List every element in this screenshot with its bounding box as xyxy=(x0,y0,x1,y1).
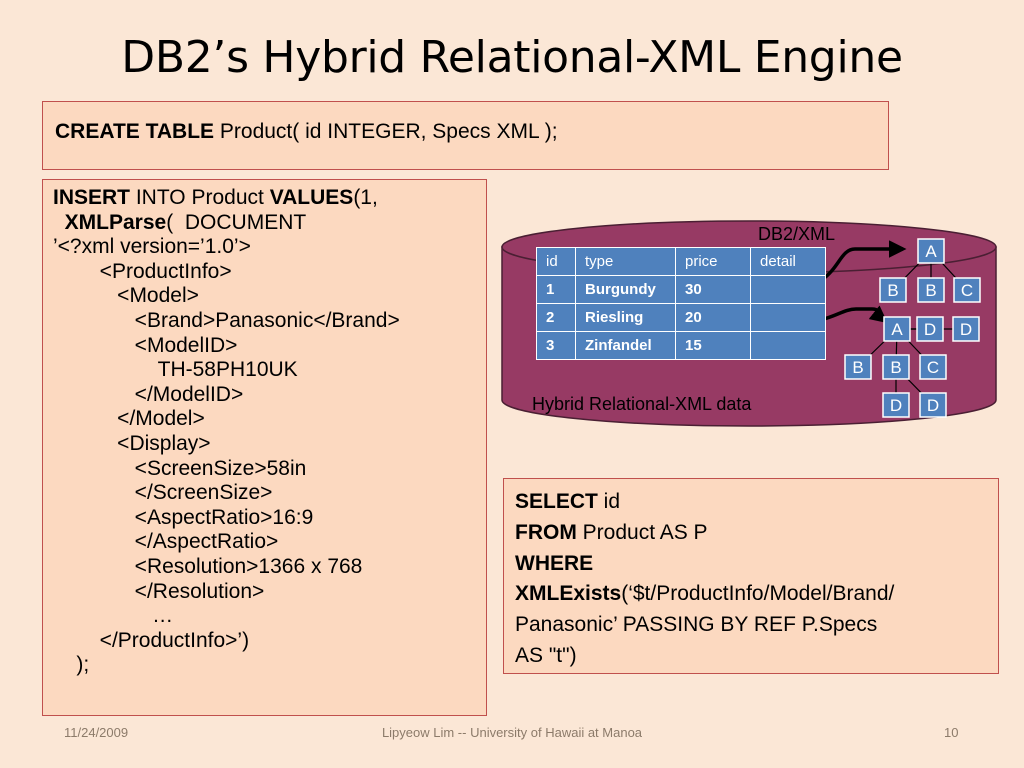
table-cell: Burgundy xyxy=(575,275,676,304)
tree-node-label: A xyxy=(891,320,903,339)
create-keyword: CREATE TABLE xyxy=(55,120,215,143)
xml-line: </ScreenSize> xyxy=(53,481,273,505)
tree-edges xyxy=(857,250,968,406)
create-rest: Product( id INTEGER, Specs XML ); xyxy=(214,120,558,143)
xml-line: <ScreenSize>58in xyxy=(53,456,307,480)
db-xml-label: DB2/XML xyxy=(758,224,836,244)
table-cell: Zinfandel xyxy=(575,331,676,360)
xml-line: ); xyxy=(53,653,90,677)
hybrid-caption: Hybrid Relational-XML data xyxy=(532,394,752,414)
table-cell: 20 xyxy=(675,303,751,332)
tree-node: A xyxy=(917,238,945,264)
table-row: 1 Burgundy 30 xyxy=(536,275,826,304)
xml-line: </ModelID> xyxy=(53,382,244,406)
xml-line: <Display> xyxy=(53,431,211,455)
select-text: Product AS P xyxy=(576,520,708,544)
tree-node: A xyxy=(883,316,911,342)
table-cell xyxy=(750,303,826,332)
table-row: 3 Zinfandel 15 xyxy=(536,331,826,360)
tree-node-label: B xyxy=(887,281,898,300)
xml-line: <AspectRatio>16:9 xyxy=(53,505,314,529)
tree-node-label: D xyxy=(960,320,972,339)
tree-node-label: B xyxy=(925,281,936,300)
column-header: id xyxy=(536,247,576,276)
table-cell: 30 xyxy=(675,275,751,304)
xml-line: … xyxy=(53,604,174,628)
select-line: FROM Product AS P xyxy=(515,518,998,549)
tree-node-label: D xyxy=(890,396,902,415)
select-line: XMLExists(‘$t/ProductInfo/Model/Brand/ xyxy=(515,579,998,610)
tree-node: D xyxy=(882,392,910,418)
create-table-statement: CREATE TABLE Product( id INTEGER, Specs … xyxy=(42,101,889,170)
table-cell: 2 xyxy=(536,303,576,332)
select-line: WHERE xyxy=(515,549,998,580)
table-cell: 15 xyxy=(675,331,751,360)
select-line: AS "t") xyxy=(515,643,577,667)
insert-text: ( DOCUMENT xyxy=(166,210,307,234)
values-keyword: VALUES xyxy=(269,186,354,209)
table-cell xyxy=(750,331,826,360)
table-header-row: id type price detail xyxy=(536,247,826,276)
insert-line: XMLParse( DOCUMENT xyxy=(53,211,486,236)
page-number: 10 xyxy=(944,725,959,740)
tree-node-label: C xyxy=(927,358,939,377)
slide-title: DB2’s Hybrid Relational-XML Engine xyxy=(121,32,903,83)
tree-node: C xyxy=(919,354,947,380)
insert-statement: INSERT INTO Product VALUES(1, XMLParse( … xyxy=(42,179,487,716)
xml-line: </ProductInfo>’) xyxy=(53,628,250,652)
insert-keyword: INSERT xyxy=(53,186,131,209)
select-text: (‘$t/ProductInfo/Model/Brand/ xyxy=(621,582,895,606)
xmlparse-keyword: XMLParse xyxy=(64,210,167,234)
where-keyword: WHERE xyxy=(515,551,594,575)
tree-node-label: C xyxy=(961,281,973,300)
xml-line: <Resolution>1366 x 768 xyxy=(53,554,363,578)
xml-line: <Brand>Panasonic</Brand> xyxy=(53,308,400,332)
relational-table: id type price detail 1 Burgundy 30 2 Rie… xyxy=(536,247,826,360)
select-text: id xyxy=(597,490,621,513)
xml-line: </Resolution> xyxy=(53,579,265,603)
tree-node: B xyxy=(882,354,910,380)
column-header: detail xyxy=(750,247,826,276)
insert-text: (1, xyxy=(353,186,378,209)
footer-date: 11/24/2009 xyxy=(64,725,129,740)
tree-node-label: D xyxy=(927,396,939,415)
tree-node: D xyxy=(919,392,947,418)
column-header: price xyxy=(675,247,751,276)
select-keyword: SELECT xyxy=(515,490,598,513)
table-cell: 1 xyxy=(536,275,576,304)
column-header: type xyxy=(575,247,676,276)
xml-line: </AspectRatio> xyxy=(53,530,279,554)
xml-line: ’<?xml version=’1.0’> xyxy=(53,235,251,259)
tree-node: B xyxy=(844,354,872,380)
select-line: Panasonic’ PASSING BY REF P.Specs xyxy=(515,613,878,637)
tree-node-label: A xyxy=(925,242,937,261)
footer-credit: Lipyeow Lim -- University of Hawaii at M… xyxy=(381,725,643,740)
xml-line: </Model> xyxy=(53,407,205,431)
tree-node: D xyxy=(952,316,980,342)
tree-node: B xyxy=(917,277,945,303)
insert-text: INTO Product xyxy=(130,186,270,209)
tree-node: D xyxy=(916,316,944,342)
table-cell xyxy=(750,275,826,304)
xmlexists-keyword: XMLExists xyxy=(515,582,622,606)
tree-node: C xyxy=(953,277,981,303)
select-query: SELECT id FROM Product AS P WHERE XMLExi… xyxy=(503,478,999,674)
table-cell: Riesling xyxy=(575,303,676,332)
table-cell: 3 xyxy=(536,331,576,360)
xml-line: <ModelID> xyxy=(53,333,238,357)
xml-line: <Model> xyxy=(53,284,199,308)
insert-line: INSERT INTO Product VALUES(1, xyxy=(53,186,486,211)
xml-line: <ProductInfo> xyxy=(53,259,232,283)
tree-node: B xyxy=(879,277,907,303)
tree-node-label: B xyxy=(852,358,863,377)
from-keyword: FROM xyxy=(515,520,577,544)
xml-line: TH-58PH10UK xyxy=(53,358,298,382)
table-row: 2 Riesling 20 xyxy=(536,303,826,332)
tree-node-label: D xyxy=(924,320,936,339)
tree-node-label: B xyxy=(890,358,901,377)
select-line: SELECT id xyxy=(515,487,998,518)
